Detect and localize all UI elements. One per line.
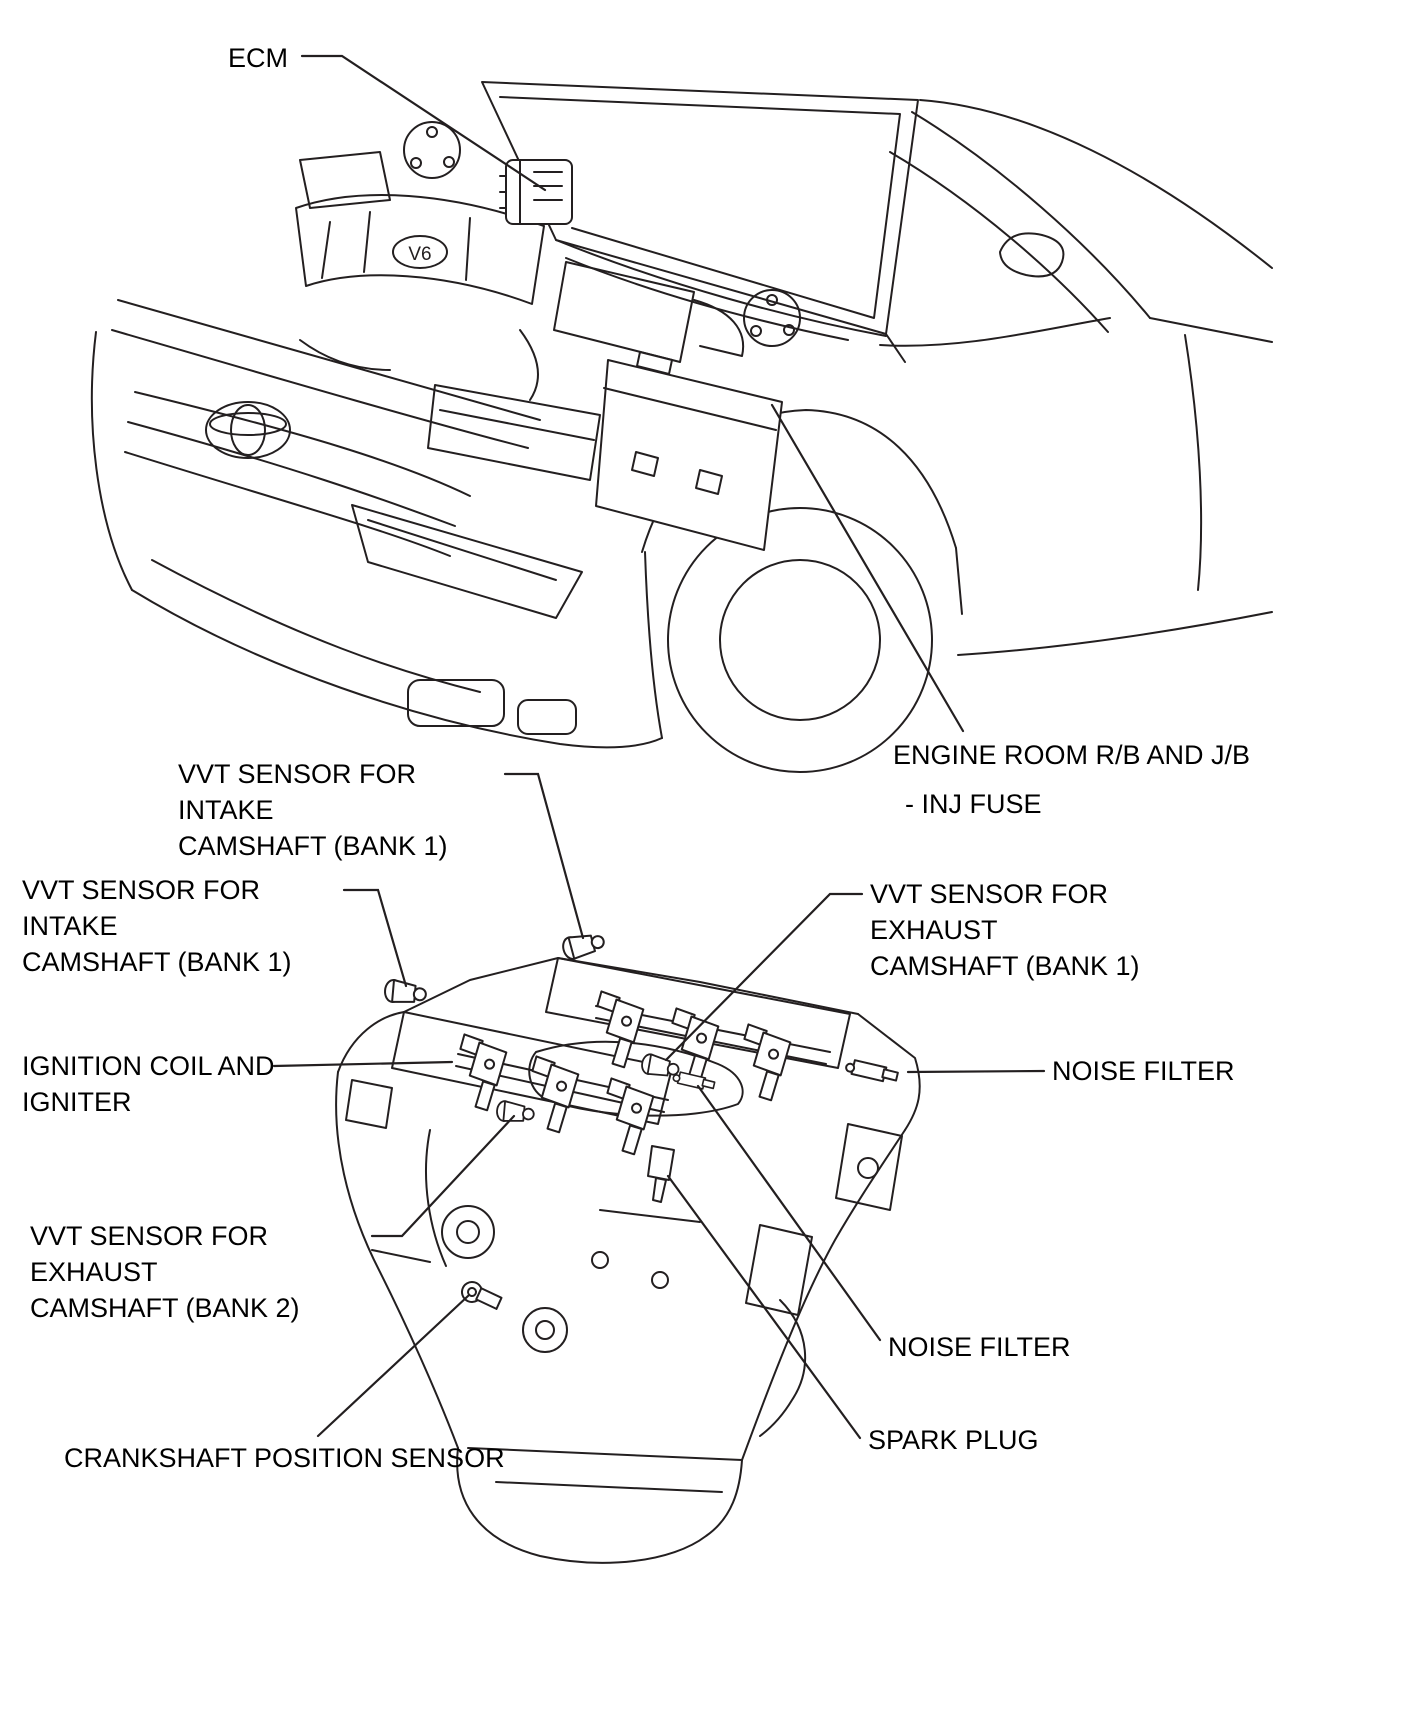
engine-illustration [335,927,921,1564]
ignition-coil-part [588,990,647,1070]
label-line: VVT SENSOR FOR INTAKE [178,759,417,825]
strut-tower-right [743,289,801,347]
leader-vvt-intake-bank1-upper [503,772,585,940]
label-noise-filter-lower: NOISE FILTER [888,1332,1071,1362]
engine-bay-misc [299,151,601,481]
vehicle-illustration: V6 [90,81,1273,773]
label-vvt-exhaust-bank1: VVT SENSOR FOR EXHAUST CAMSHAFT (BANK 1) [870,876,1230,984]
leader-lines [272,54,1046,1440]
air-cleaner-part [553,261,745,363]
leader-vvt-exhaust-bank2 [370,1114,516,1238]
leader-engine-room-rb-jb [770,403,965,733]
leader-crankshaft-position-sensor [316,1294,470,1438]
leader-noise-filter-lower [696,1084,882,1342]
label-vvt-intake-bank1-left: VVT SENSOR FOR INTAKE CAMSHAFT (BANK 1) [22,872,352,980]
label-line: CAMSHAFT (BANK 1) [870,951,1140,981]
headlight [351,504,583,619]
label-line: CAMSHAFT (BANK 2) [30,1293,300,1323]
ignition-coil-part [523,1055,582,1135]
spark-plug-part [647,1145,675,1203]
engine-block-details [345,1079,903,1437]
label-line: VVT SENSOR FOR EXHAUST [30,1221,269,1287]
ignition-coil-igniter-part [451,1033,510,1113]
engine-room-rb-jb-part [595,351,783,551]
label-ignition-coil-igniter: IGNITION COIL AND IGNITER [22,1048,302,1120]
ignition-coil-part [735,1023,794,1103]
label-noise-filter-right: NOISE FILTER [1052,1056,1235,1086]
label-crankshaft-position-sensor: CRANKSHAFT POSITION SENSOR [64,1443,505,1473]
leader-noise-filter-right [906,1069,1046,1074]
label-line: VVT SENSOR FOR INTAKE [22,875,261,941]
label-spark-plug: SPARK PLUG [868,1425,1039,1455]
label-inj-fuse: - INJ FUSE [905,789,1042,819]
vvt-sensor-intake-bank1-upper-part [559,927,608,962]
crankshaft-position-sensor-part [458,1278,505,1311]
label-ecm: ECM [228,43,288,73]
leader-vvt-exhaust-bank1 [664,892,864,1062]
label-line: IGNITION COIL AND [22,1051,275,1081]
label-line: CAMSHAFT (BANK 1) [178,831,448,861]
leader-ignition-coil-igniter [272,1060,454,1068]
label-vvt-intake-bank1-upper: VVT SENSOR FOR INTAKE CAMSHAFT (BANK 1) [178,756,508,864]
grille-emblem [205,401,291,459]
noise-filter-right-part [844,1058,900,1084]
engine-cover [295,194,545,305]
engine-cover-badge: V6 [408,244,431,265]
leader-vvt-intake-bank1-left [342,888,408,988]
label-engine-room-rb-jb: ENGINE ROOM R/B AND J/B [893,740,1251,770]
fog-lamp [407,679,577,735]
vvt-sensor-exhaust-bank2-part [495,1099,536,1125]
label-vvt-exhaust-bank2: VVT SENSOR FOR EXHAUST CAMSHAFT (BANK 2) [30,1218,380,1326]
strut-tower-left [403,121,461,179]
ignition-coil-part [598,1077,657,1157]
front-fascia [90,299,663,749]
label-line: IGNITER [22,1087,132,1117]
door-mirror [999,232,1065,278]
label-line: VVT SENSOR FOR EXHAUST [870,879,1109,945]
leader-spark-plug [666,1174,862,1440]
leader-ecm [300,54,547,192]
ecm-part [499,159,573,225]
label-line: CAMSHAFT (BANK 1) [22,947,292,977]
ignition-coils [451,990,794,1157]
